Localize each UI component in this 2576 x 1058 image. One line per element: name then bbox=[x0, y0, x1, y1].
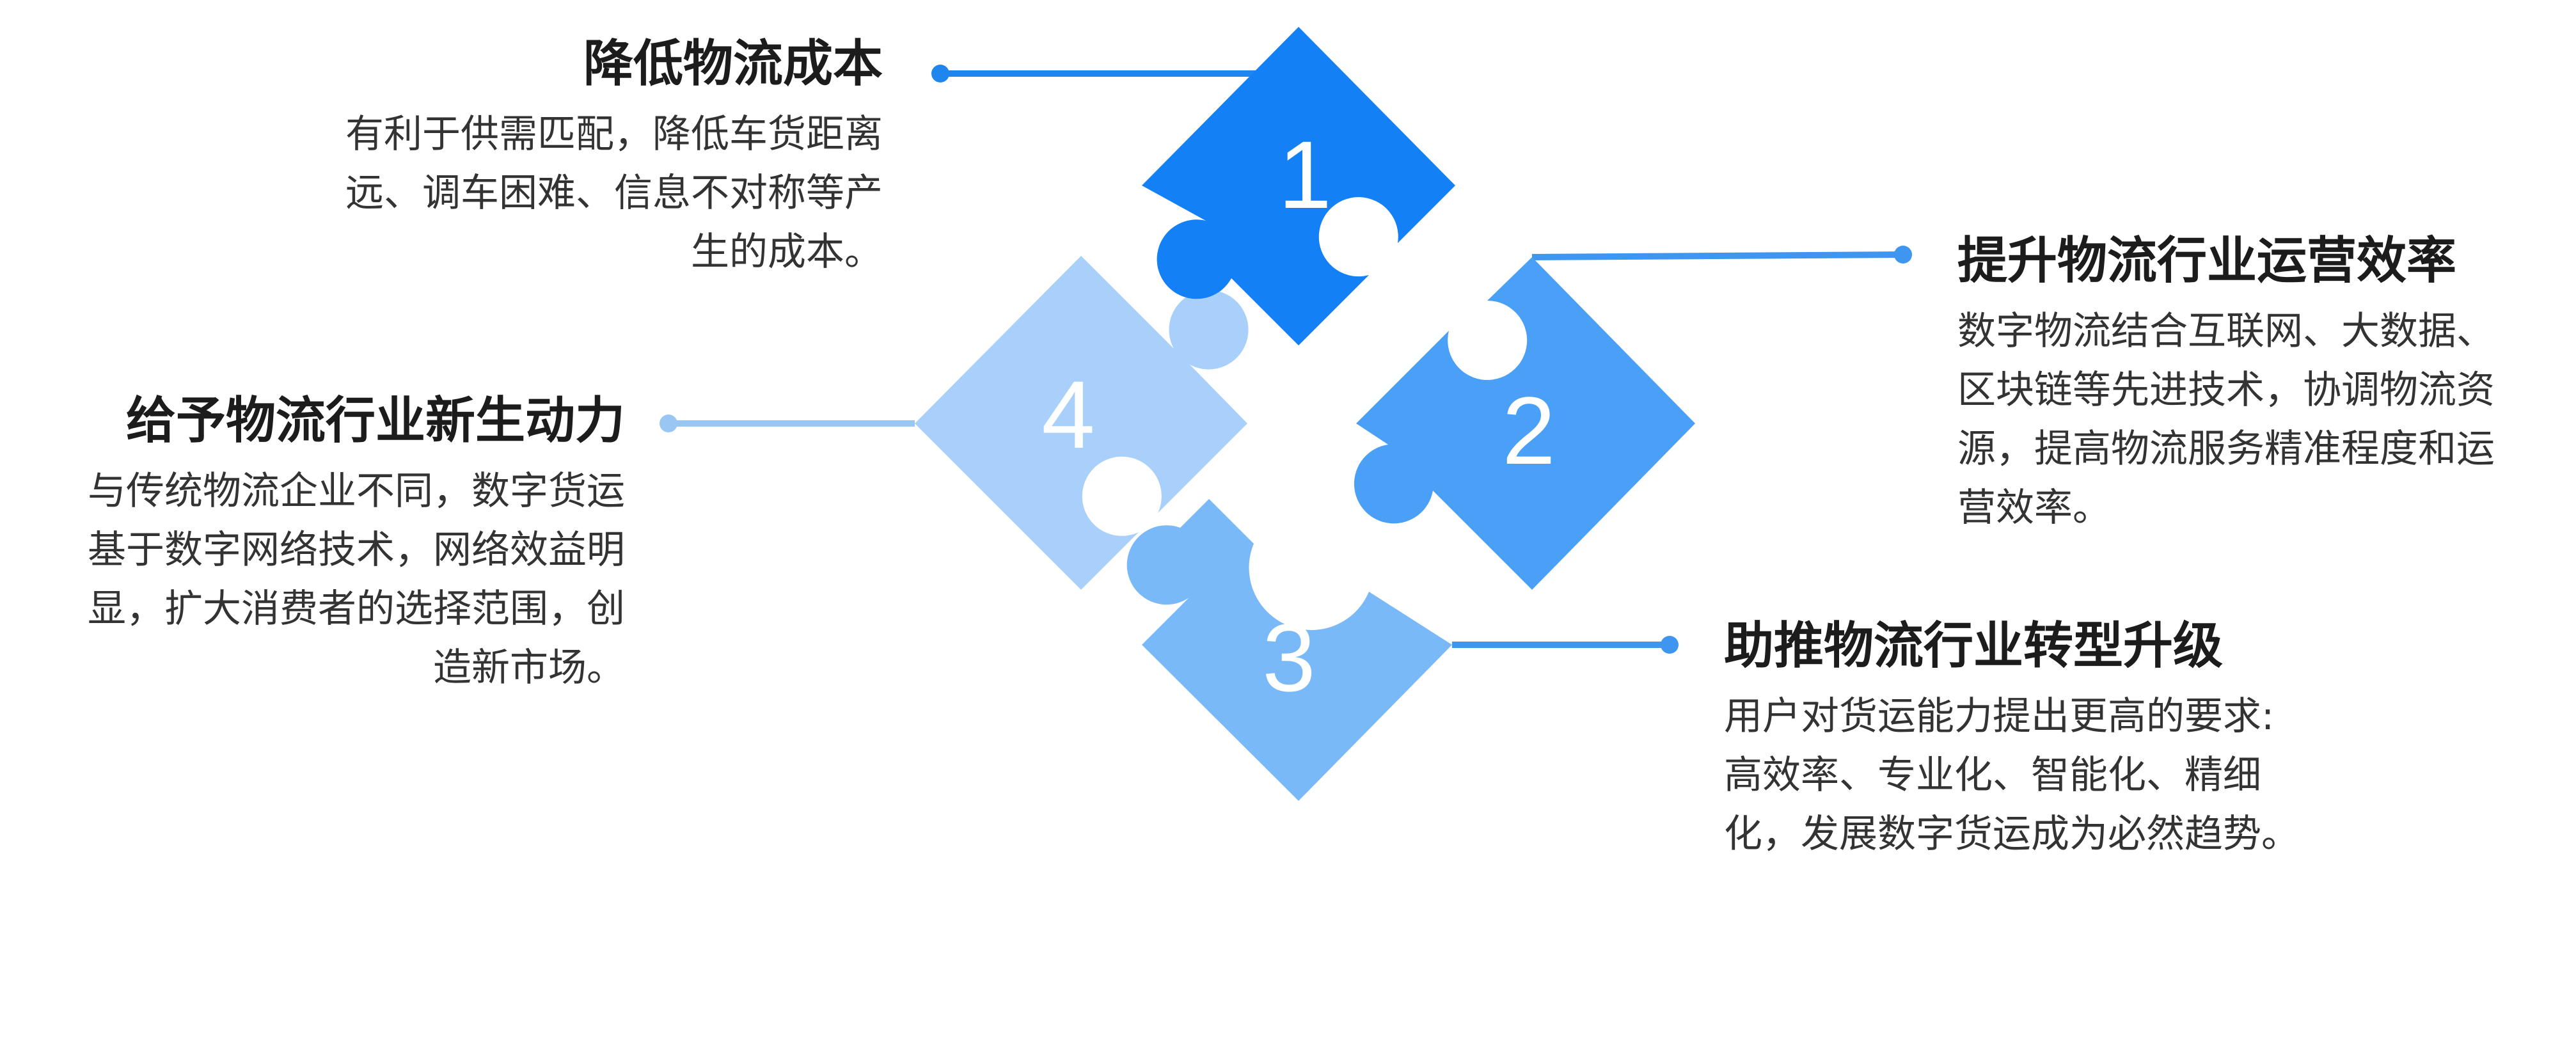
connector-dot-4 bbox=[660, 415, 677, 432]
item-4-line: 与传统物流企业不同，数字货运 bbox=[88, 469, 625, 514]
item-2-line: 营效率。 bbox=[1957, 486, 2111, 530]
item-2-title: 提升物流行业运营效率 bbox=[1957, 232, 2457, 290]
item-4-block: 给予物流行业新生动力 与传统物流企业不同，数字货运 基于数字网络技术，网络效益明… bbox=[88, 390, 625, 697]
item-3-line: 用户对货运能力提出更高的要求: bbox=[1724, 694, 2275, 739]
connector-dot-1 bbox=[931, 65, 949, 83]
piece-number-1: 1 bbox=[1278, 121, 1331, 228]
item-2-line: 数字物流结合互联网、大数据、 bbox=[1957, 309, 2495, 354]
item-1-line: 生的成本。 bbox=[691, 230, 883, 274]
item-3-block: 助推物流行业转型升级 用户对货运能力提出更高的要求: 高效率、专业化、智能化、精… bbox=[1724, 615, 2300, 864]
item-4-title: 给予物流行业新生动力 bbox=[125, 392, 625, 450]
piece-number-3: 3 bbox=[1262, 604, 1315, 711]
item-1-line: 远、调车困难、信息不对称等产 bbox=[345, 171, 883, 216]
connector-line-2 bbox=[1531, 251, 1904, 260]
puzzle-piece-1 bbox=[1142, 27, 1455, 345]
item-4-description: 与传统物流企业不同，数字货运 基于数字网络技术，网络效益明 显，扩大消费者的选择… bbox=[88, 462, 625, 697]
item-1-title: 降低物流成本 bbox=[583, 35, 883, 93]
puzzle-piece-2 bbox=[1354, 257, 1695, 590]
connector-dot-2 bbox=[1894, 246, 1912, 264]
item-3-line: 高效率、专业化、智能化、精细 bbox=[1724, 753, 2261, 798]
item-1-line: 有利于供需匹配，降低车货距离 bbox=[345, 112, 883, 157]
connector-dot-3 bbox=[1661, 636, 1679, 654]
item-4-line: 造新市场。 bbox=[433, 645, 625, 690]
item-3-line: 化，发展数字货运成为必然趋势。 bbox=[1724, 812, 2300, 857]
puzzle-piece-3 bbox=[1126, 499, 1452, 801]
item-3-title: 助推物流行业转型升级 bbox=[1724, 617, 2224, 675]
item-1-block: 降低物流成本 有利于供需匹配，降低车货距离 远、调车困难、信息不对称等产 生的成… bbox=[345, 33, 883, 281]
piece-number-2: 2 bbox=[1502, 377, 1555, 484]
piece-number-4: 4 bbox=[1041, 361, 1094, 468]
item-2-line: 源，提高物流服务精准程度和运 bbox=[1957, 427, 2495, 471]
item-2-line: 区块链等先进技术，协调物流资 bbox=[1957, 368, 2495, 413]
item-2-block: 提升物流行业运营效率 数字物流结合互联网、大数据、 区块链等先进技术，协调物流资… bbox=[1957, 230, 2495, 537]
puzzle-piece-4 bbox=[915, 256, 1249, 590]
item-3-description: 用户对货运能力提出更高的要求: 高效率、专业化、智能化、精细 化，发展数字货运成… bbox=[1724, 687, 2300, 864]
item-4-line: 显，扩大消费者的选择范围，创 bbox=[88, 587, 625, 631]
item-1-description: 有利于供需匹配，降低车货距离 远、调车困难、信息不对称等产 生的成本。 bbox=[345, 105, 883, 281]
item-4-line: 基于数字网络技术，网络效益明 bbox=[88, 528, 625, 572]
item-2-description: 数字物流结合互联网、大数据、 区块链等先进技术，协调物流资 源，提高物流服务精准… bbox=[1957, 302, 2495, 537]
